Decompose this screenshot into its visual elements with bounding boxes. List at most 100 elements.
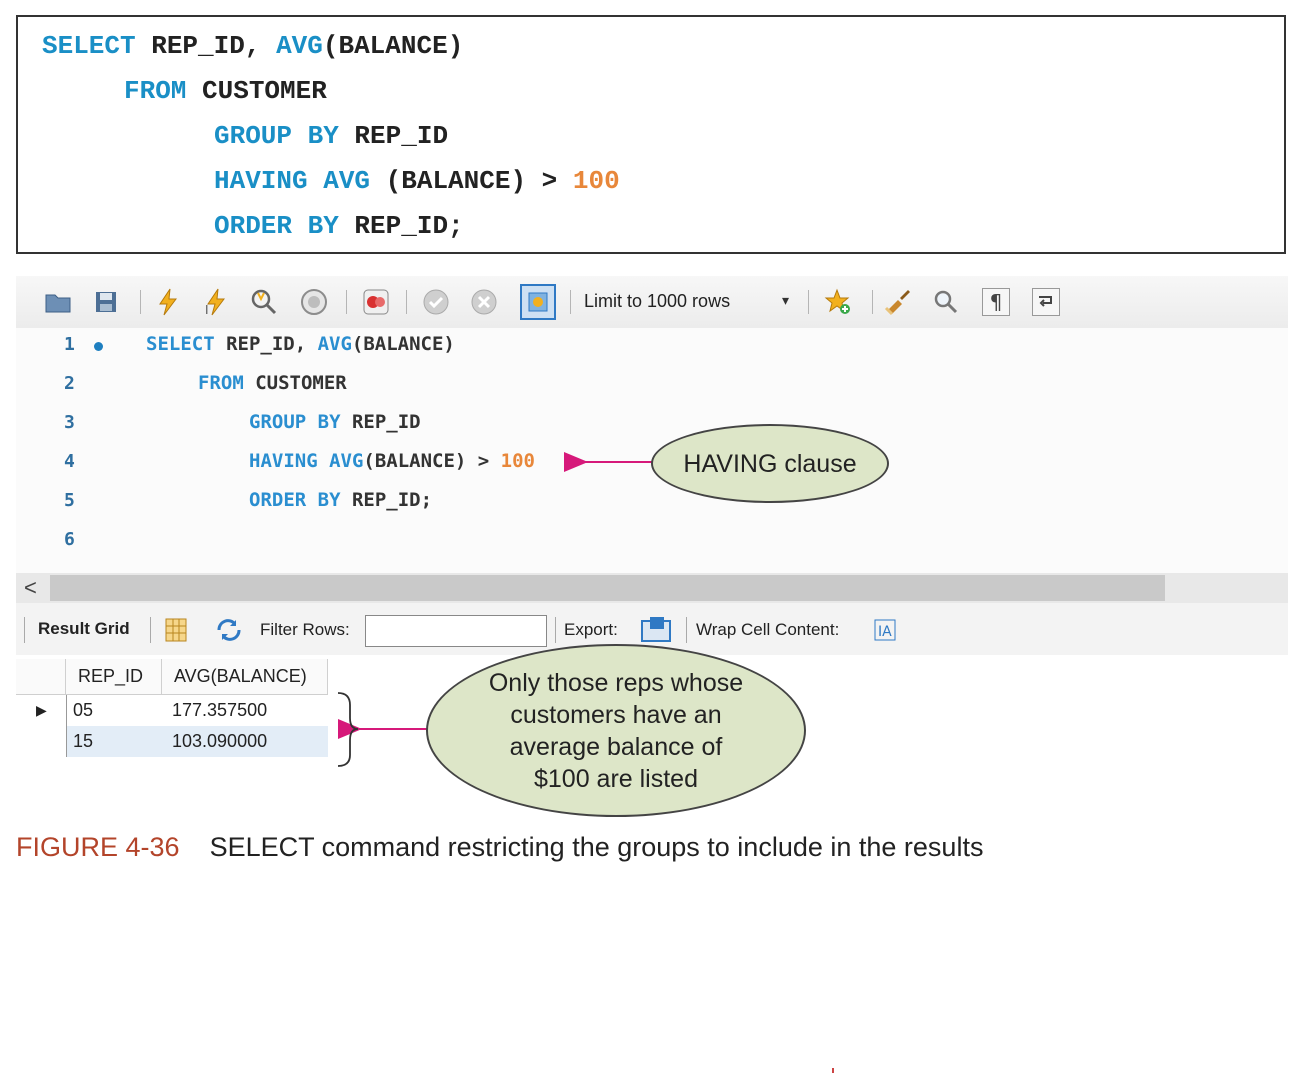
execute-current-icon[interactable]: I — [202, 288, 230, 316]
search-icon[interactable] — [932, 288, 960, 316]
explain-icon[interactable] — [250, 288, 278, 316]
svg-text:IA: IA — [878, 624, 892, 640]
cell-rep-id[interactable]: 15 — [66, 726, 93, 757]
current-row-marker-icon: ▶ — [36, 702, 47, 718]
number-literal: 100 — [500, 450, 535, 472]
line-number: 6 — [64, 529, 75, 550]
keyword: SELECT — [42, 31, 136, 61]
sql-code-box: SELECT REP_ID, AVG(BALANCE) FROM CUSTOME… — [16, 15, 1286, 254]
result-brace — [337, 692, 359, 767]
line-number: 5 — [64, 490, 75, 511]
execute-icon[interactable] — [154, 288, 182, 316]
result-grid: REP_ID AVG(BALANCE) ▶ 05 177.357500 15 1… — [16, 655, 331, 775]
code-text: (BALANCE) — [351, 333, 455, 355]
grid-view-icon[interactable] — [164, 617, 188, 648]
toolbar-divider — [150, 617, 151, 643]
filter-rows-input[interactable] — [365, 615, 547, 647]
stray-mark — [832, 1068, 834, 1073]
toolbar-divider — [872, 290, 873, 314]
cell-avg-balance[interactable]: 177.357500 — [172, 700, 268, 720]
keyword: HAVING AVG — [214, 166, 371, 196]
save-icon[interactable] — [92, 288, 120, 316]
sql-editor[interactable]: 1 2 3 4 5 6 SELECT REP_ID, AVG(BALANCE) … — [16, 328, 1288, 573]
cell-rep-id[interactable]: 05 — [66, 695, 93, 726]
figure-number: FIGURE 4-36 — [16, 832, 180, 862]
code-text: (BALANCE) — [322, 31, 464, 61]
export-icon[interactable] — [640, 615, 674, 648]
export-label: Export: — [564, 620, 618, 639]
filter-rows-label: Filter Rows: — [260, 620, 350, 639]
table-row[interactable] — [66, 726, 328, 757]
code-text: REP_ID, — [214, 333, 318, 355]
code-text: REP_ID; — [338, 211, 464, 241]
toolbar-divider — [346, 290, 347, 314]
invisible-chars-icon[interactable]: ¶ — [982, 288, 1010, 316]
commit-icon[interactable] — [422, 288, 450, 316]
editor-line-2: FROM CUSTOMER — [198, 372, 347, 394]
code-text: REP_ID, — [135, 31, 277, 61]
line-number: 1 — [64, 334, 75, 355]
wrap-cell-label: Wrap Cell Content: — [696, 620, 840, 639]
auto-commit-icon[interactable] — [520, 284, 556, 320]
sql-line-2: FROM CUSTOMER — [124, 76, 327, 106]
result-grid-tab[interactable]: Result Grid — [38, 619, 130, 638]
number-literal: 100 — [572, 166, 620, 196]
keyword: GROUP BY — [249, 411, 341, 433]
editor-line-5: ORDER BY REP_ID; — [249, 489, 432, 511]
favorite-icon[interactable] — [824, 288, 852, 316]
limit-rows-select[interactable]: Limit to 1000 rows — [584, 291, 731, 311]
table-row[interactable] — [66, 695, 328, 726]
keyword: FROM — [124, 76, 187, 106]
editor-line-3: GROUP BY REP_ID — [249, 411, 421, 433]
line-number: 2 — [64, 373, 75, 394]
workbench-panel: I Limit to 1000 rows ▾ — [16, 276, 1288, 781]
code-text: CUSTOMER — [186, 76, 327, 106]
scroll-left-icon[interactable]: < — [24, 575, 37, 600]
keyword: ORDER BY — [249, 489, 341, 511]
keyword: FROM — [198, 372, 244, 394]
keyword: AVG — [276, 31, 323, 61]
line-number: 3 — [64, 412, 75, 433]
code-text: (BALANCE) > — [370, 166, 573, 196]
column-header-avg-balance[interactable]: AVG(BALANCE) — [162, 659, 328, 695]
toolbar-divider — [570, 290, 571, 314]
sql-line-1: SELECT REP_ID, AVG(BALANCE) — [42, 31, 463, 61]
toolbar-divider — [406, 290, 407, 314]
keyword: ORDER BY — [214, 211, 339, 241]
having-callout: HAVING clause — [651, 424, 889, 503]
toggle-icon[interactable] — [362, 288, 390, 316]
toolbar-divider — [808, 290, 809, 314]
toolbar-divider — [686, 617, 687, 643]
toolbar-divider — [140, 290, 141, 314]
wrap-icon[interactable] — [1032, 288, 1060, 316]
statement-marker-icon — [94, 342, 103, 351]
open-folder-icon[interactable] — [44, 288, 72, 316]
wrap-cell-icon[interactable]: IA — [874, 619, 896, 646]
result-callout-line: average balance of — [509, 732, 723, 761]
refresh-icon[interactable] — [214, 617, 244, 648]
keyword: SELECT — [146, 333, 215, 355]
result-callout-line: Only those reps whose — [488, 668, 744, 697]
horizontal-scrollbar[interactable]: < — [16, 573, 1288, 603]
column-header-rep-id[interactable]: REP_ID — [66, 659, 162, 695]
keyword: AVG — [317, 333, 352, 355]
scroll-thumb[interactable] — [50, 575, 1165, 601]
cell-avg-balance[interactable]: 103.090000 — [172, 731, 268, 751]
keyword: GROUP BY — [214, 121, 339, 151]
result-callout: Only those reps whose customers have an … — [426, 644, 806, 817]
code-text: REP_ID; — [340, 489, 433, 511]
stop-icon[interactable] — [300, 288, 328, 316]
sql-line-4: HAVING AVG (BALANCE) > 100 — [214, 166, 620, 196]
code-text: REP_ID — [340, 411, 421, 433]
chevron-down-icon[interactable]: ▾ — [782, 292, 790, 308]
editor-line-1: SELECT REP_ID, AVG(BALANCE) — [146, 333, 455, 355]
sql-line-5: ORDER BY REP_ID; — [214, 211, 464, 241]
toolbar-divider — [555, 617, 556, 643]
query-toolbar: I Limit to 1000 rows ▾ — [16, 276, 1288, 328]
beautify-icon[interactable] — [884, 288, 912, 316]
line-number: 4 — [64, 451, 75, 472]
rollback-icon[interactable] — [470, 288, 498, 316]
row-header-corner — [16, 659, 66, 695]
sql-line-3: GROUP BY REP_ID — [214, 121, 448, 151]
result-callout-line: $100 are listed — [533, 764, 698, 793]
